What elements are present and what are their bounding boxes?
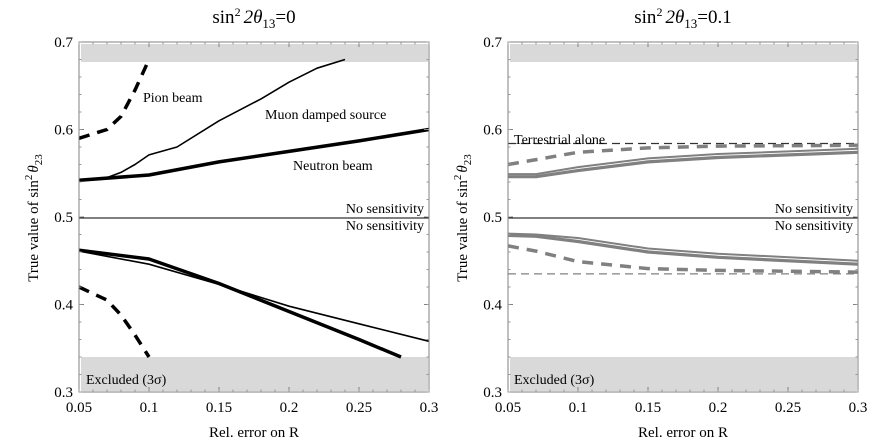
x-tick-label: 0.1 bbox=[140, 400, 159, 416]
x-tick-label: 0.05 bbox=[66, 400, 92, 416]
data-series-line bbox=[78, 127, 430, 182]
y-axis-title: True value of sin2θ23 bbox=[452, 154, 474, 282]
x-tick-label: 0.2 bbox=[280, 400, 299, 416]
x-tick-label: 0.15 bbox=[635, 400, 661, 416]
x-tick-label: 0.25 bbox=[346, 400, 372, 416]
no-sensitivity-label-bottom: No sensitivity bbox=[346, 219, 424, 234]
x-tick-label: 0.3 bbox=[849, 400, 868, 416]
x-tick-label: 0.25 bbox=[775, 400, 801, 416]
data-series-line bbox=[78, 250, 430, 343]
x-tick-label: 0.05 bbox=[495, 400, 521, 416]
no-sensitivity-label-bottom: No sensitivity bbox=[775, 219, 853, 234]
data-series-line bbox=[507, 143, 859, 167]
data-series-line bbox=[78, 285, 151, 358]
y-tick-label: 0.6 bbox=[54, 123, 73, 139]
x-tick-label: 0.2 bbox=[709, 400, 728, 416]
muon-damped-label: Muon damped source bbox=[265, 108, 386, 123]
excluded-band-top bbox=[81, 44, 428, 62]
excluded-band-top bbox=[510, 44, 857, 62]
plot-frame bbox=[507, 41, 859, 393]
excluded-label: Excluded (3σ) bbox=[514, 373, 595, 388]
data-series-line bbox=[78, 58, 151, 140]
x-axis-title: Rel. error on R bbox=[638, 425, 728, 441]
left-curves bbox=[78, 58, 430, 359]
axis-ticks: 0.05 0.1 0.15 0.2 0.25 0.3 0.3 0.4 0.5 0.6 0.7 bbox=[483, 35, 867, 416]
data-series-line bbox=[78, 58, 346, 181]
data-series-line bbox=[78, 248, 402, 359]
excluded-label: Excluded (3σ) bbox=[86, 373, 167, 388]
axis-ticks: 0.05 0.1 0.15 0.2 0.25 0.3 0.3 0.4 0.5 0.6 0.7 bbox=[54, 35, 438, 416]
data-series-line bbox=[508, 147, 859, 176]
y-tick-label: 0.7 bbox=[54, 35, 73, 51]
right-curves bbox=[507, 142, 859, 275]
no-sensitivity-label-top: No sensitivity bbox=[775, 202, 853, 217]
y-tick-label: 0.7 bbox=[483, 35, 502, 51]
y-axis-title: True value of sin2θ23 bbox=[23, 154, 45, 282]
y-tick-label: 0.4 bbox=[54, 298, 73, 314]
x-tick-label: 0.15 bbox=[206, 400, 232, 416]
data-series-line bbox=[507, 233, 859, 266]
excluded-band-bottom bbox=[81, 357, 428, 391]
neutron-beam-label: Neutron beam bbox=[293, 159, 373, 174]
data-series-line bbox=[507, 244, 859, 274]
pion-beam-label: Pion beam bbox=[143, 91, 203, 106]
y-tick-label: 0.3 bbox=[54, 385, 73, 401]
x-tick-label: 0.1 bbox=[569, 400, 588, 416]
y-tick-label: 0.3 bbox=[483, 385, 502, 401]
excluded-band-bottom bbox=[510, 357, 857, 391]
data-series-line bbox=[508, 150, 859, 179]
y-tick-label: 0.6 bbox=[483, 123, 502, 139]
plot-frame bbox=[78, 41, 430, 393]
data-series-line bbox=[507, 232, 859, 262]
no-sensitivity-label-top: No sensitivity bbox=[346, 202, 424, 217]
y-tick-label: 0.5 bbox=[54, 210, 73, 226]
y-tick-label: 0.4 bbox=[483, 298, 502, 314]
y-tick-label: 0.5 bbox=[483, 210, 502, 226]
x-axis-title: Rel. error on R bbox=[209, 425, 299, 441]
terrestrial-alone-label: Terrestrial alone bbox=[514, 133, 605, 148]
x-tick-label: 0.3 bbox=[420, 400, 439, 416]
